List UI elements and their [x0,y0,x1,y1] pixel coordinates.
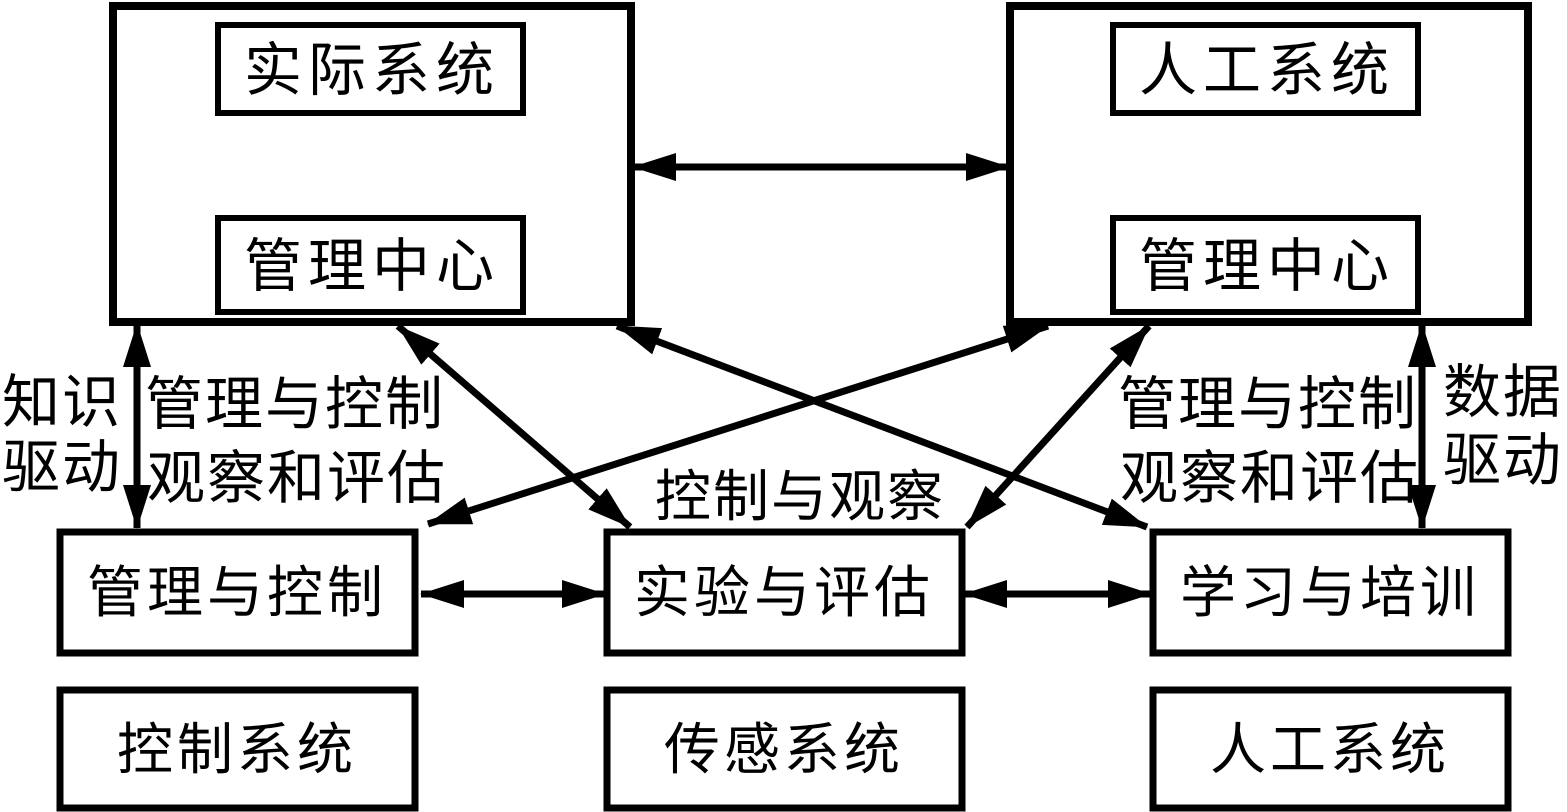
label-knowledge-driven-line1: 知识 [2,370,122,435]
label-control-and-observation: 控制与观察 [655,465,945,528]
label-right-manage-control-line1: 管理与控制 [1118,372,1418,437]
box-real-system [215,22,526,116]
box-artificial-system [1110,22,1421,116]
box-control-system [56,686,419,812]
box-management-center-left [215,215,526,315]
box-management-center-right [1110,215,1421,315]
label-artificial-system-bottom: 人工系统 [1210,718,1450,781]
arrow-diagonal-artificialgroup-to-management [426,322,1050,528]
label-experiment-and-evaluation: 实验与评估 [634,561,934,624]
label-left-observe-evaluate-line2: 观察和评估 [147,446,447,511]
label-learning-and-training: 学习与培训 [1180,561,1480,624]
box-experiment-and-evaluation [603,528,966,657]
label-control-system: 控制系统 [117,718,357,781]
label-management-center-left: 管理中心 [244,234,500,299]
label-management-center-right: 管理中心 [1139,234,1395,299]
box-management-and-control [56,528,419,657]
box-sensing-system [603,686,966,812]
label-left-manage-control-line1: 管理与控制 [145,372,445,437]
box-learning-and-training [1149,528,1512,657]
arrow-diagonal-artificialgroup-to-experiment [964,323,1152,530]
label-artificial-system: 人工系统 [1139,38,1395,103]
label-data-driven-line2: 驱动 [1443,428,1563,493]
label-real-system: 实际系统 [244,38,500,103]
label-right-observe-evaluate-line2: 观察和评估 [1120,446,1420,511]
label-sensing-system: 传感系统 [664,718,904,781]
label-management-and-control: 管理与控制 [87,561,387,624]
label-data-driven-line1: 数据 [1443,360,1563,425]
label-knowledge-driven-line2: 驱动 [2,435,122,500]
box-artificial-system-bottom [1149,686,1512,812]
